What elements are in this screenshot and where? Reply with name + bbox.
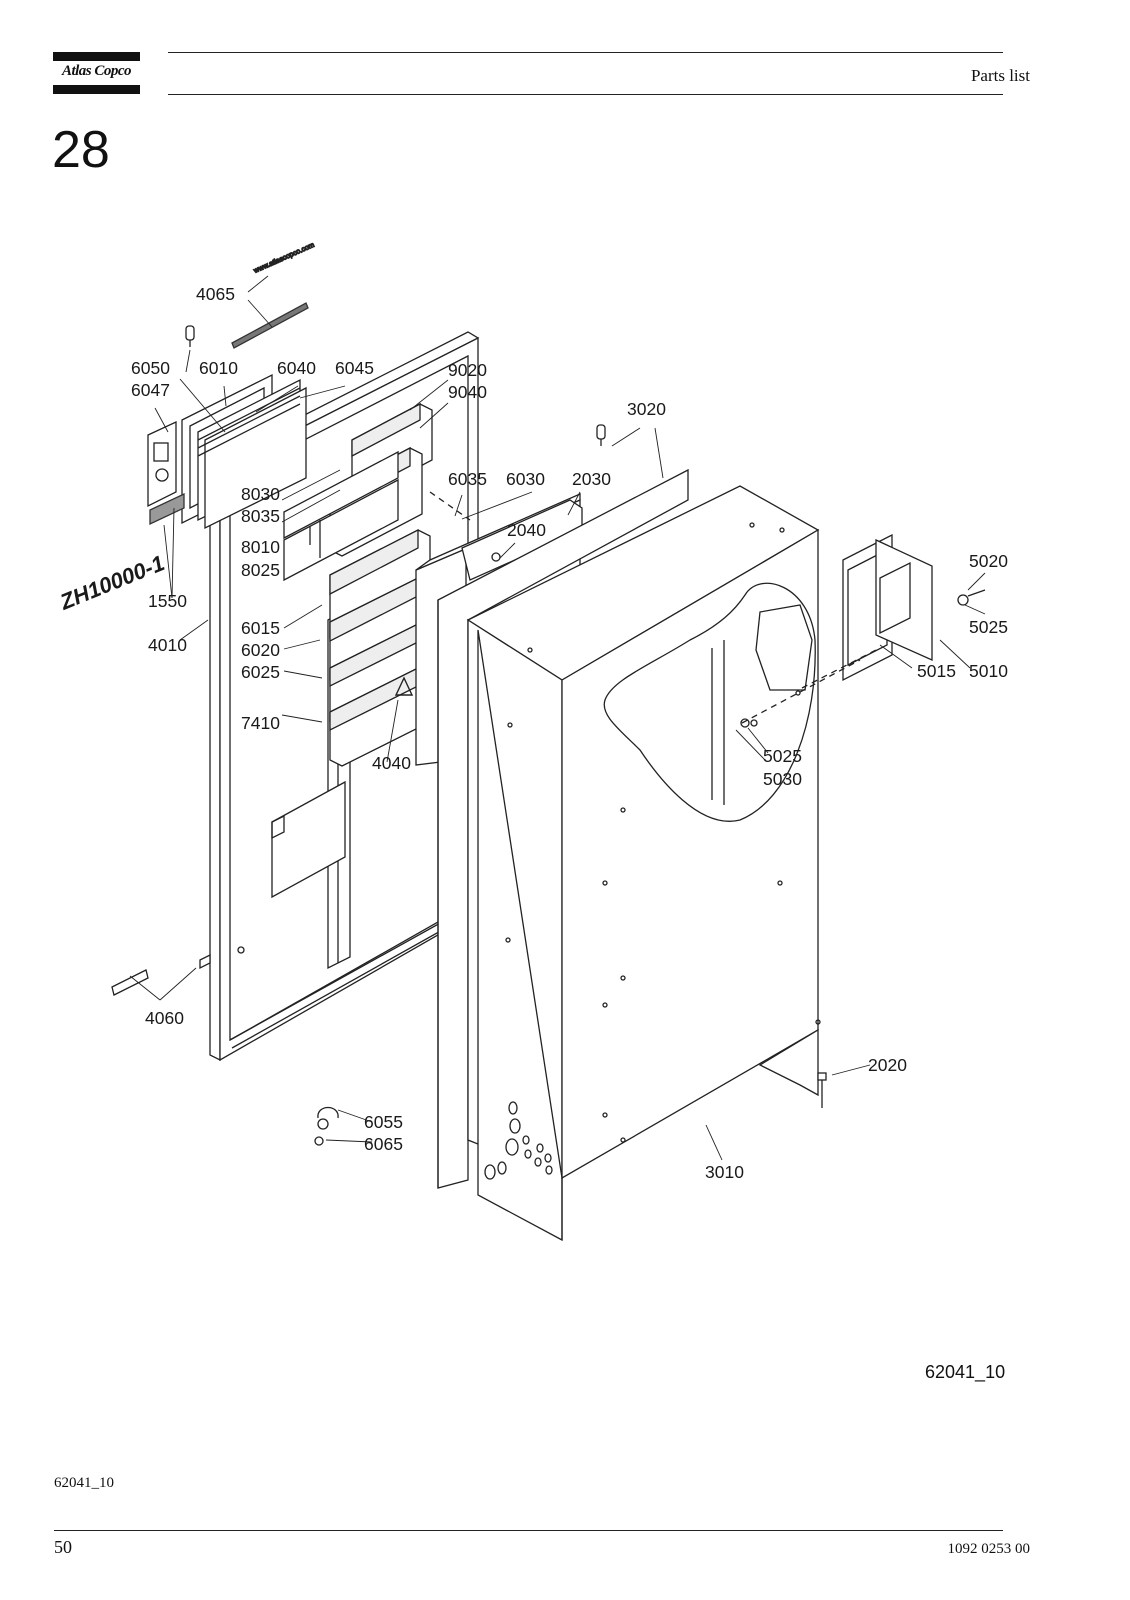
footer-rule bbox=[54, 1530, 1003, 1531]
part-label-8010: 8010 bbox=[241, 537, 280, 557]
part-label-6055: 6055 bbox=[364, 1112, 403, 1132]
part-label-4060: 4060 bbox=[145, 1008, 184, 1028]
clip-3020 bbox=[596, 424, 606, 446]
label-plates bbox=[147, 420, 185, 526]
document-number: 1092 0253 00 bbox=[947, 1541, 1031, 1557]
figure-reference: 62041_10 bbox=[925, 1362, 1006, 1382]
part-label-8025: 8025 bbox=[241, 560, 280, 580]
part-label-5025-top: 5025 bbox=[969, 617, 1008, 637]
part-label-8035: 8035 bbox=[241, 506, 280, 526]
part-label-6030: 6030 bbox=[506, 469, 545, 489]
part-label-6020: 6020 bbox=[241, 640, 280, 660]
header-rule-bottom bbox=[168, 94, 1003, 95]
part-label-6045: 6045 bbox=[335, 358, 374, 378]
footer-reference: 62041_10 bbox=[54, 1475, 114, 1491]
page-number: 50 bbox=[54, 1537, 72, 1557]
part-label-5020: 5020 bbox=[969, 551, 1008, 571]
part-label-3010: 3010 bbox=[705, 1162, 744, 1182]
decal-strip bbox=[231, 302, 309, 349]
screw-2020 bbox=[817, 1072, 827, 1108]
part-label-1550: 1550 bbox=[148, 591, 187, 611]
part-label-9040: 9040 bbox=[448, 382, 487, 402]
part-label-6065: 6065 bbox=[364, 1134, 403, 1154]
part-label-6047: 6047 bbox=[131, 380, 170, 400]
clip-6050 bbox=[185, 325, 195, 347]
part-label-6040: 6040 bbox=[277, 358, 316, 378]
decal-text: www.atlascopco.com bbox=[252, 242, 316, 275]
cover-plate bbox=[842, 533, 986, 682]
part-label-2040: 2040 bbox=[507, 520, 546, 540]
part-label-4010: 4010 bbox=[148, 635, 187, 655]
header-title: Parts list bbox=[970, 66, 1030, 85]
part-label-9020: 9020 bbox=[448, 360, 487, 380]
part-label-2020: 2020 bbox=[868, 1055, 907, 1075]
header-rule-top bbox=[168, 52, 1003, 53]
filter-frame bbox=[181, 373, 307, 530]
part-label-4065: 4065 bbox=[196, 284, 235, 304]
leader-lines bbox=[129, 275, 986, 1161]
part-label-8030: 8030 bbox=[241, 484, 280, 504]
part-label-6050: 6050 bbox=[131, 358, 170, 378]
logo-text: Atlas Copco bbox=[61, 63, 132, 79]
part-label-5030: 5030 bbox=[763, 769, 802, 789]
part-label-3020: 3020 bbox=[627, 399, 666, 419]
part-label-6035: 6035 bbox=[448, 469, 487, 489]
terminal-blocks bbox=[283, 402, 433, 767]
cabinet bbox=[466, 485, 821, 1242]
label-4060 bbox=[111, 953, 211, 996]
part-label-7410: 7410 bbox=[241, 713, 280, 733]
part-label-6015: 6015 bbox=[241, 618, 280, 638]
logo-bar-top bbox=[53, 52, 140, 61]
clamp-6055 bbox=[314, 1106, 339, 1146]
part-label-5015: 5015 bbox=[917, 661, 956, 681]
part-label-6025: 6025 bbox=[241, 662, 280, 682]
part-label-5025-bottom: 5025 bbox=[763, 746, 802, 766]
assembly-dashes bbox=[429, 491, 881, 724]
part-label-2030: 2030 bbox=[572, 469, 611, 489]
atlas-copco-logo: Atlas Copco bbox=[53, 52, 140, 94]
part-label-4040: 4040 bbox=[372, 753, 411, 773]
logo-bar-bottom bbox=[53, 85, 140, 94]
part-label-6010: 6010 bbox=[199, 358, 238, 378]
part-label-5010: 5010 bbox=[969, 661, 1008, 681]
section-number: 28 bbox=[52, 121, 110, 179]
